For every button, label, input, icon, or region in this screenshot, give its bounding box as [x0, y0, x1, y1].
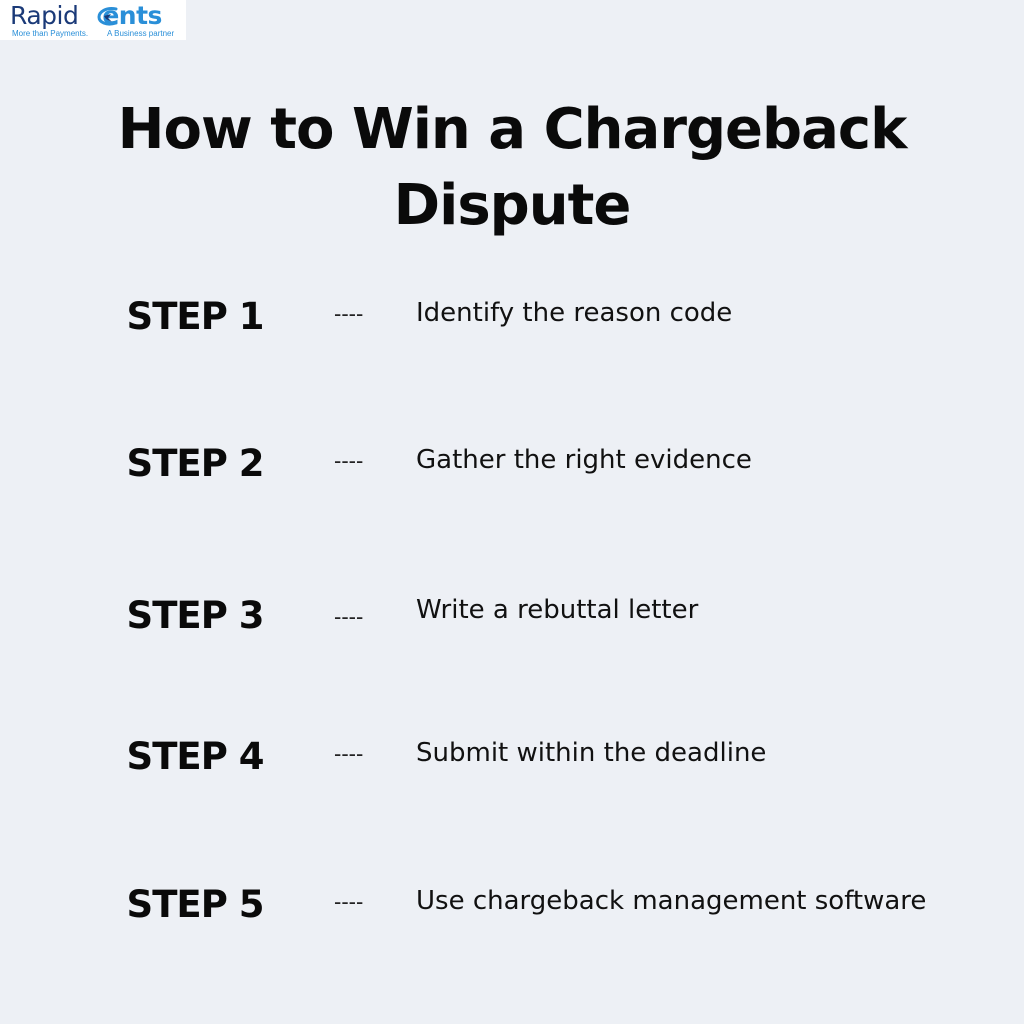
step-row-1: STEP 1 ---- Identify the reason code: [0, 293, 1024, 353]
step-separator: ----: [334, 741, 364, 766]
step-separator: ----: [334, 889, 364, 914]
logo-tagline-right: A Business partner: [107, 29, 175, 38]
step-separator: ----: [334, 301, 364, 326]
step-label: STEP 3: [126, 594, 265, 637]
step-label: STEP 5: [126, 883, 265, 926]
step-text: Write a rebuttal letter: [416, 595, 699, 625]
title-line-1: How to Win a Chargeback: [117, 97, 908, 162]
logo-word-left: Rapid: [10, 1, 79, 30]
step-row-4: STEP 4 ---- Submit within the deadline: [0, 733, 1024, 793]
title-line-2: Dispute: [393, 173, 632, 238]
logo-tagline-left: More than Payments.: [12, 29, 89, 38]
step-separator: ----: [334, 604, 364, 629]
step-row-3: STEP 3 ---- Write a rebuttal letter: [0, 592, 1024, 652]
step-separator: ----: [334, 448, 364, 473]
step-text: Submit within the deadline: [416, 738, 767, 768]
cents-mark-icon: [97, 7, 118, 26]
step-row-5: STEP 5 ---- Use chargeback management so…: [0, 881, 1024, 941]
step-text: Identify the reason code: [416, 298, 733, 328]
step-label: STEP 1: [126, 295, 265, 338]
step-label: STEP 2: [126, 442, 265, 485]
step-text: Use chargeback management software: [416, 886, 927, 916]
step-row-2: STEP 2 ---- Gather the right evidence: [0, 440, 1024, 500]
step-label: STEP 4: [126, 735, 265, 778]
page-title: How to Win a Chargeback Dispute: [0, 92, 1024, 244]
step-text: Gather the right evidence: [416, 445, 752, 475]
